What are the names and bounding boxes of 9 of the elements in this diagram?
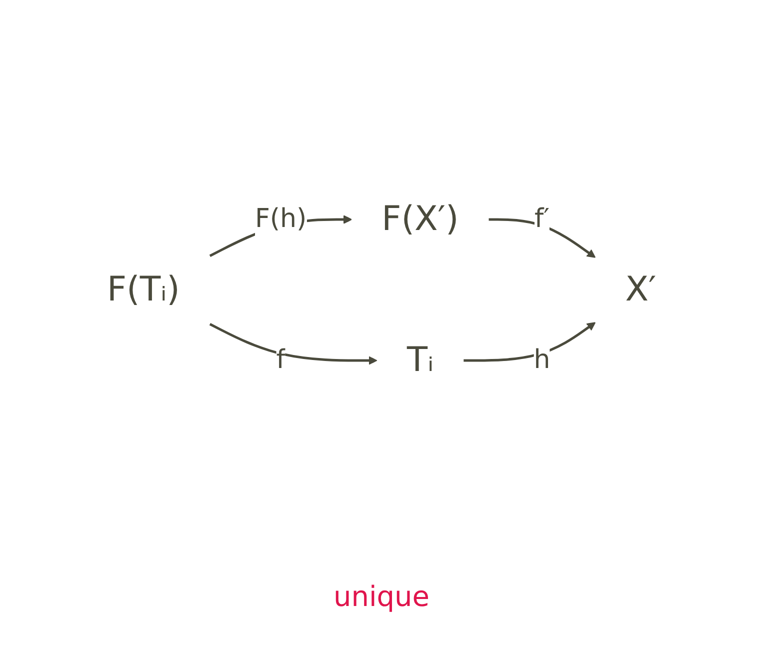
node-text: F(Tᵢ) xyxy=(106,270,180,310)
arrow xyxy=(209,323,378,365)
node-text: X′ xyxy=(625,270,656,310)
node-text: F(X′) xyxy=(382,199,459,239)
note-text: unique xyxy=(332,580,431,613)
arrow xyxy=(464,322,596,362)
edge-label: f′ xyxy=(534,204,550,234)
edge-label: F(h) xyxy=(254,204,307,234)
edge-label: h xyxy=(534,345,550,375)
